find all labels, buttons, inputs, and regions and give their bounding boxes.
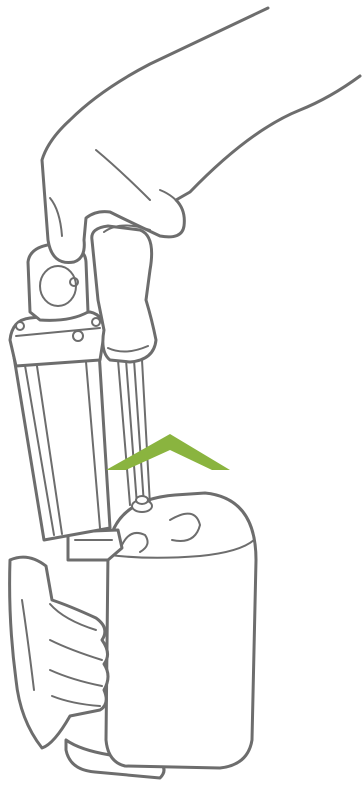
screwdriver-shaft [118, 360, 152, 512]
device-housing [106, 493, 256, 768]
top-block [10, 244, 104, 366]
upper-hand [42, 8, 360, 263]
lower-hand [10, 557, 108, 748]
screwdriver-handle [92, 226, 156, 362]
